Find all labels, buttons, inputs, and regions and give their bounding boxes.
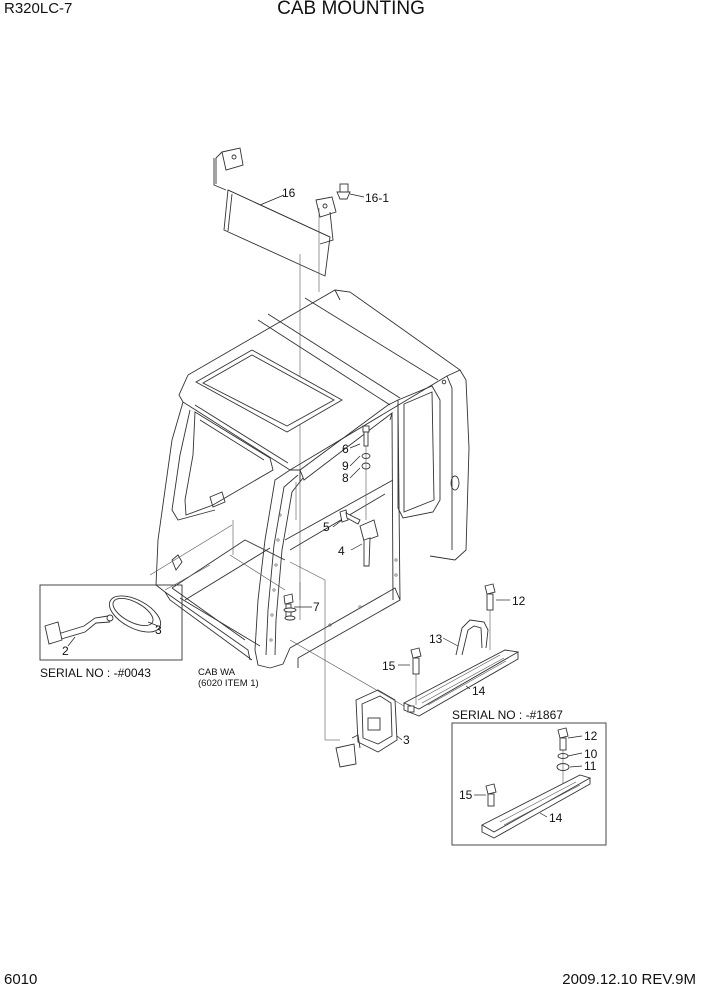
date-revision: 2009.12.10 REV.9M — [562, 971, 696, 988]
callout-15-inset: 15 — [459, 788, 473, 802]
callout-12-inset: 12 — [584, 729, 598, 743]
callout-13: 13 — [429, 632, 443, 646]
serial-note-left: SERIAL NO : -#0043 — [40, 666, 151, 680]
callout-6: 6 — [342, 442, 349, 456]
left-mirror-assembly — [39, 564, 211, 661]
bolt-16-1-part — [336, 183, 365, 200]
interior-fasteners — [339, 425, 379, 567]
callout-9: 9 — [342, 459, 349, 473]
cab-wa-item-note: (6020 ITEM 1) — [198, 678, 259, 689]
callout-labels: 16 16-1 6 9 8 5 4 7 12 13 15 14 3 2 3 12… — [62, 186, 598, 825]
cab-wa-note: CAB WA — [198, 667, 236, 678]
callout-16-1: 16-1 — [365, 191, 389, 205]
callout-5: 5 — [323, 520, 330, 534]
bolt-7-part — [283, 593, 312, 621]
callout-14: 14 — [472, 684, 486, 698]
serial-note-right: SERIAL NO : -#1867 — [452, 708, 563, 722]
callout-16: 16 — [282, 186, 296, 200]
callout-3-left: 3 — [155, 623, 162, 637]
callout-14-inset: 14 — [549, 811, 563, 825]
callout-4: 4 — [338, 544, 345, 558]
model-number: R320LC-7 — [4, 0, 73, 17]
notes: SERIAL NO : -#0043 SERIAL NO : -#1867 CA… — [40, 666, 563, 722]
page-title: CAB MOUNTING — [277, 0, 425, 19]
step-inset-assembly — [451, 722, 607, 846]
cab-body — [149, 289, 470, 669]
callout-3-right: 3 — [403, 733, 410, 747]
callout-8: 8 — [342, 471, 349, 485]
callout-12: 12 — [512, 594, 526, 608]
callout-15: 15 — [382, 659, 396, 673]
callout-2: 2 — [62, 644, 69, 658]
step-assembly — [289, 583, 520, 717]
leader-lines — [259, 194, 361, 528]
callout-7: 7 — [313, 600, 320, 614]
callout-11: 11 — [584, 759, 597, 773]
callout-10: 10 — [584, 747, 598, 761]
sun-visor-part — [213, 147, 337, 620]
page-number: 6010 — [4, 971, 38, 988]
right-mirror-assembly — [289, 561, 403, 768]
